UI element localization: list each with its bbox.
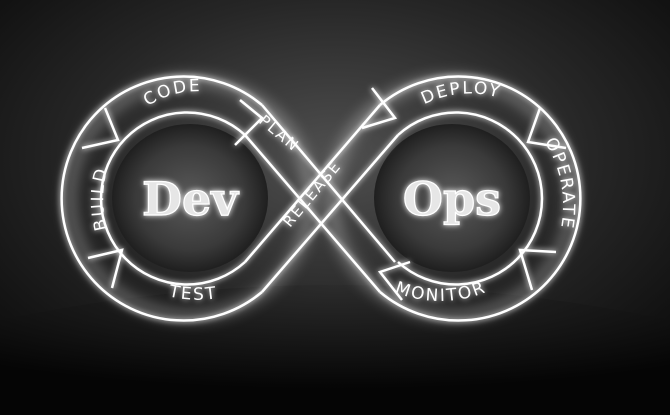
loop-halo (65, 75, 577, 321)
left-inner-arc (99, 111, 246, 286)
cross-band-a2 (244, 134, 381, 293)
ops-disc (374, 124, 530, 272)
dev-disc (112, 124, 268, 272)
divider-operate-monitor (518, 248, 557, 291)
infinity-loop (60, 75, 582, 322)
divider-code-build (81, 107, 120, 150)
right-inner-arc (397, 111, 544, 286)
divider-monitor-release (377, 260, 411, 301)
divider-code-plan (234, 99, 264, 146)
ops-title: Ops (403, 172, 501, 226)
left-outer-arc (60, 75, 263, 322)
label-test-text: TEST (166, 281, 217, 304)
label-test: TEST (166, 281, 219, 304)
floor-shadow (0, 285, 670, 415)
right-outer-arc (379, 75, 582, 322)
cross-band-b1 (261, 134, 399, 293)
dev-title: Dev (142, 172, 239, 226)
cross-band-b2 (244, 104, 381, 263)
divider-deploy-operate (526, 107, 567, 150)
cross-band-a1 (261, 104, 396, 263)
divider-build-test (87, 248, 124, 289)
divider-release-deploy (361, 87, 398, 130)
